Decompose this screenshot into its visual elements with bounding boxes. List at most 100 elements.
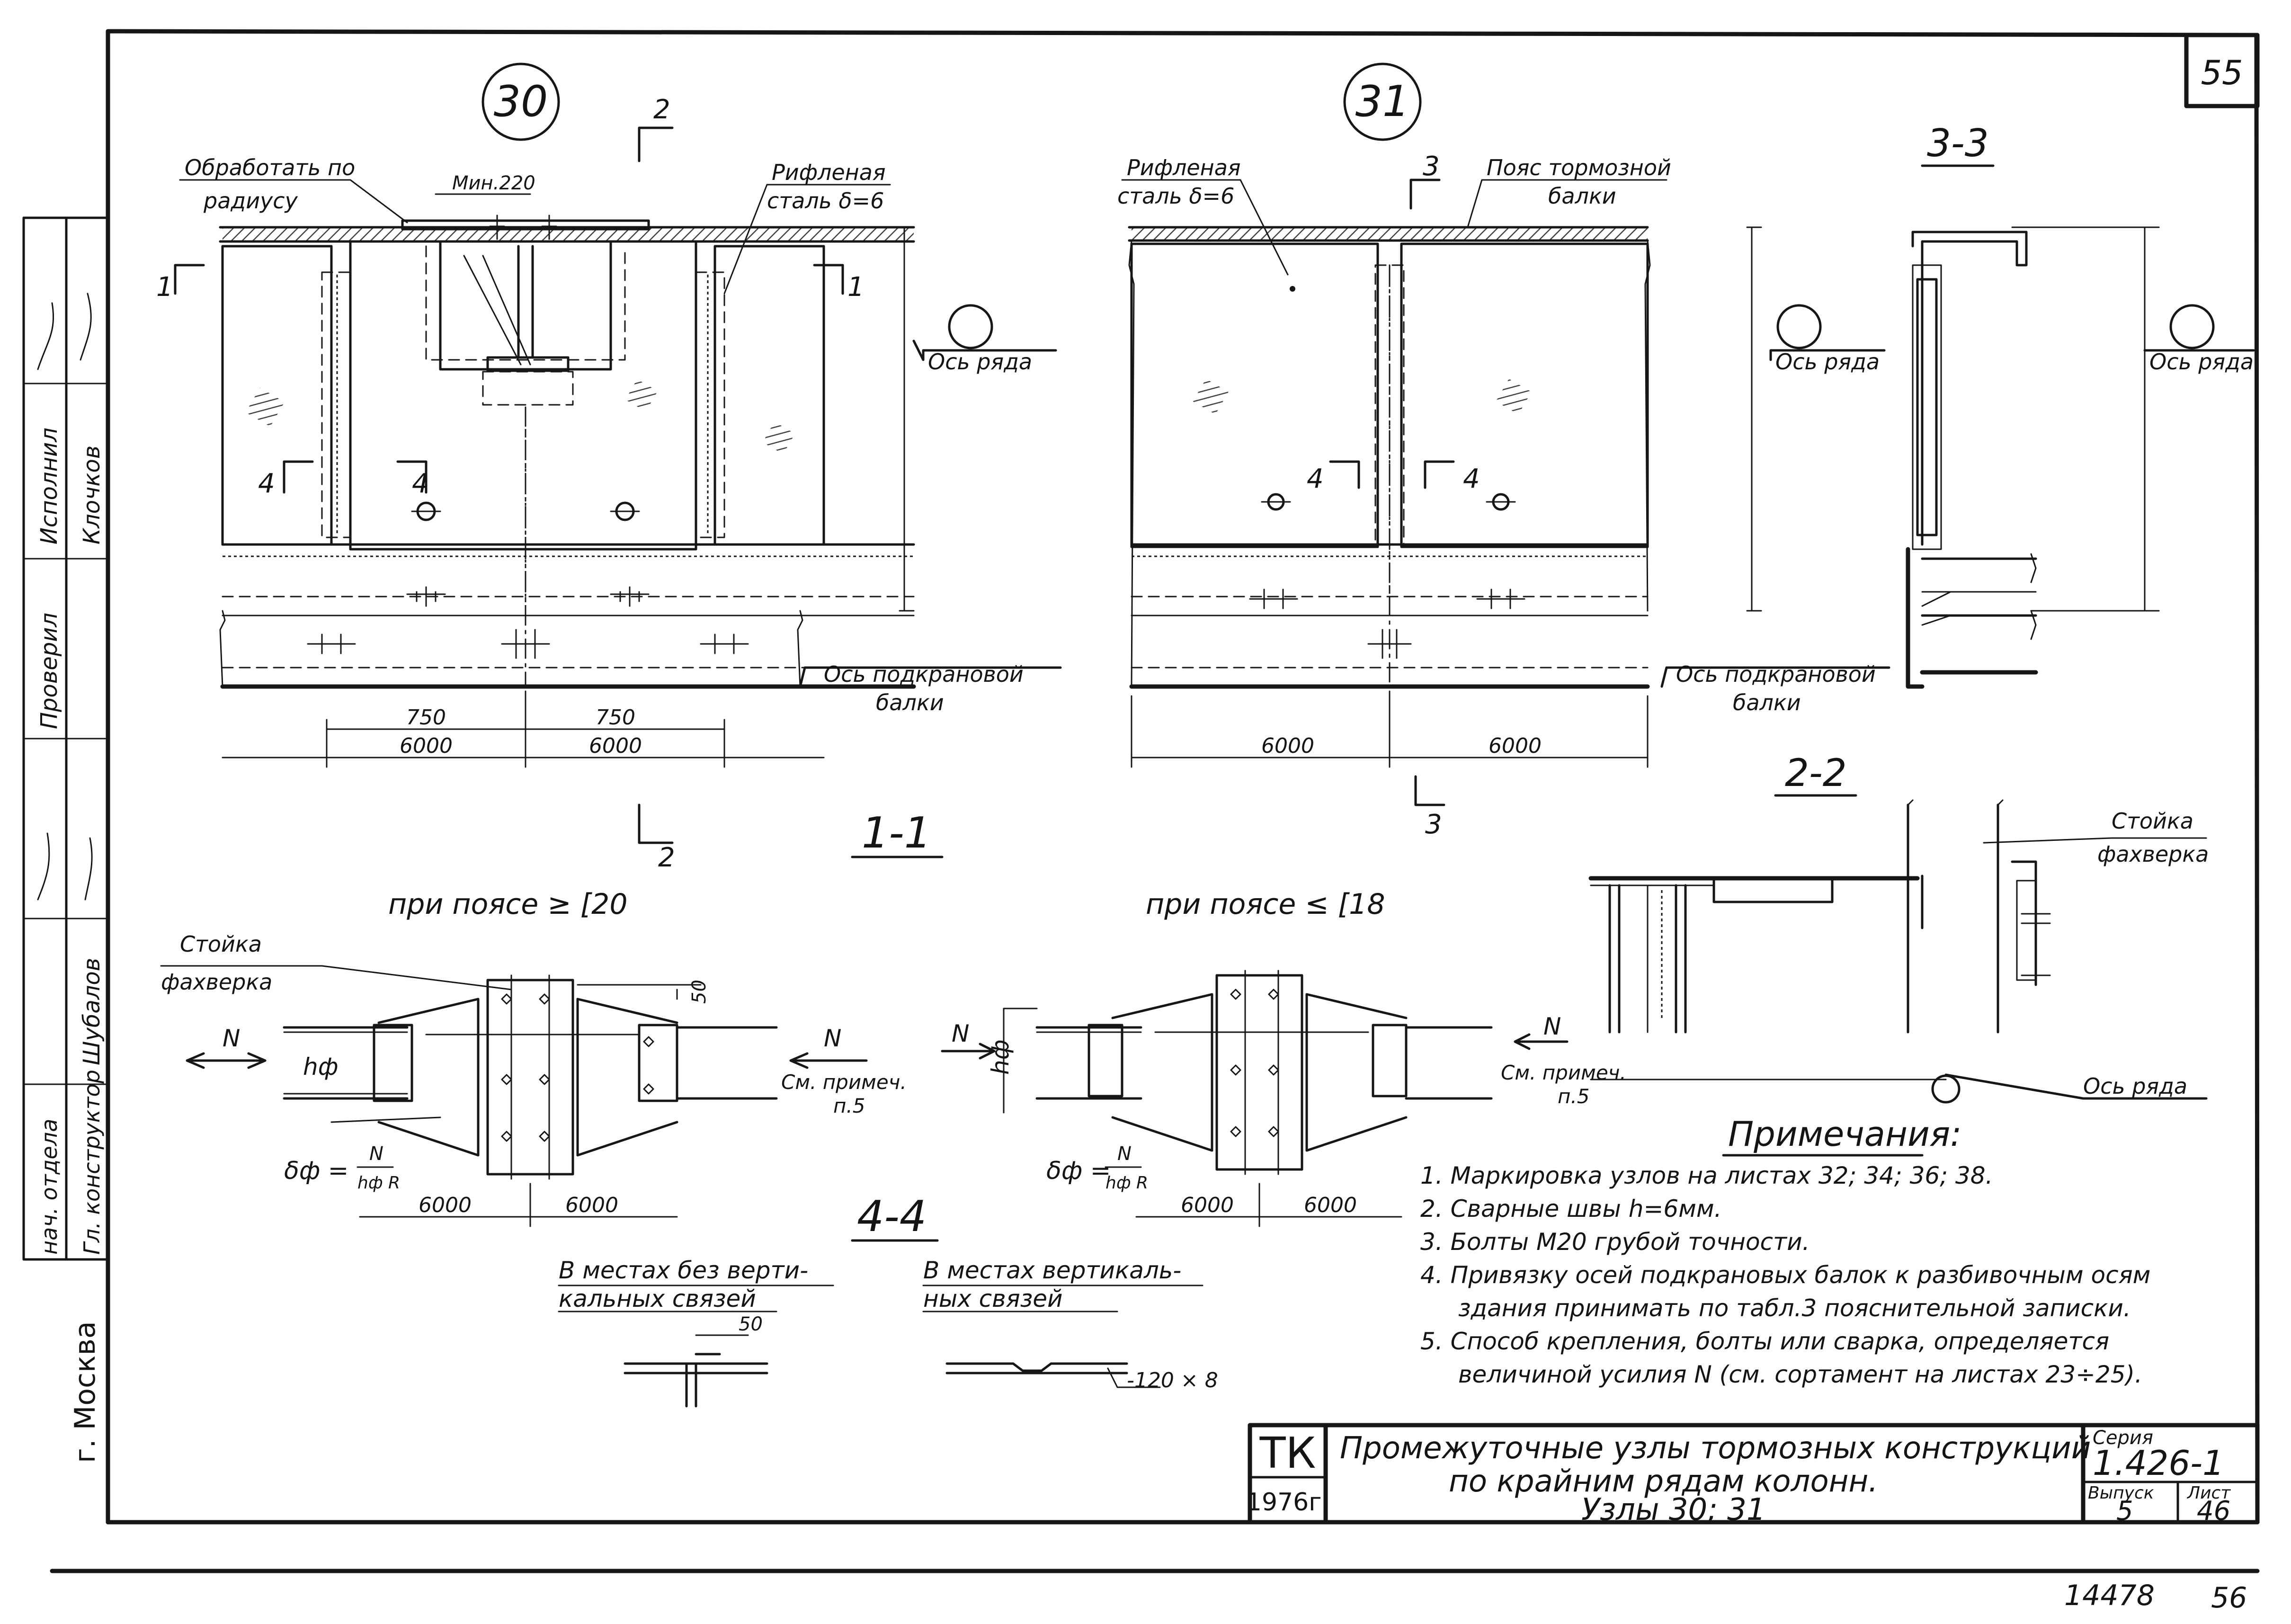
section44-right-caption-1: В местах вертикаль- xyxy=(923,1257,1181,1284)
node31-dim-6000-b: 6000 xyxy=(1489,734,1542,758)
node-30-circle xyxy=(481,62,560,141)
node30-dim-750-a: 750 xyxy=(406,705,446,730)
node-31-number: 31 xyxy=(1355,77,1410,126)
node-30-plan: 30 xyxy=(156,62,1062,873)
node30-note-radius-2: радиусу xyxy=(203,188,298,214)
node30-sec4-right: 4 xyxy=(412,468,429,499)
title-year: 1976г. xyxy=(1246,1488,1329,1517)
title-line-3: Узлы 30; 31 xyxy=(1581,1492,1766,1527)
section11-dim-right-b: 6000 xyxy=(1304,1193,1357,1217)
section11-formula-num-right: N xyxy=(1117,1143,1132,1165)
section-2-2: 2-2 Ось ряда Стойка фахверка xyxy=(1588,751,2209,1104)
stamp-name-1: Клочков xyxy=(79,446,105,544)
section44-right-plate: -120 × 8 xyxy=(1127,1368,1218,1392)
page-number-box xyxy=(2184,33,2260,108)
node30-dim-6000-b: 6000 xyxy=(589,734,642,758)
node31-belt-2: балки xyxy=(1548,183,1616,209)
node31-riffle-1: Рифленая xyxy=(1127,155,1241,180)
note-4: 4. Привязку осей подкрановых балок к раз… xyxy=(1420,1261,2150,1289)
footer-number-1: 14478 xyxy=(2064,1579,2155,1612)
sheet-value: 46 xyxy=(2197,1496,2230,1526)
section11-see-note-3: См. примеч. xyxy=(1501,1061,1626,1084)
series-value: 1.426-1 xyxy=(2093,1443,2224,1483)
title-line-2: по крайним рядам колонн. xyxy=(1449,1464,1878,1499)
signature-1 xyxy=(37,293,92,370)
page-number-top: 55 xyxy=(2201,54,2243,92)
series-label: Серия xyxy=(2093,1427,2153,1449)
section44-right-caption-2: ных связей xyxy=(923,1285,1063,1312)
node31-axis-crane-1: Ось подкрановой xyxy=(1676,661,1876,687)
section11-dim-left-a: 6000 xyxy=(419,1193,472,1217)
node30-riffle-2: сталь δ=6 xyxy=(767,188,884,214)
node31-axis-crane-2: балки xyxy=(1733,690,1801,715)
section11-formula-den-left: hф R xyxy=(357,1173,400,1193)
node-30-number: 30 xyxy=(494,77,548,126)
section-22-title: 2-2 xyxy=(1785,751,1847,795)
title-line-1: Промежуточные узлы тормозных конструкций xyxy=(1340,1431,2091,1466)
node30-dim-6000-a: 6000 xyxy=(400,734,453,758)
node30-sec2-top: 2 xyxy=(653,94,670,125)
node30-note-radius-1: Обработать по xyxy=(185,155,355,180)
stamp-role-3: Гл. конструктор xyxy=(79,1070,105,1255)
node31-dim-6000-a: 6000 xyxy=(1261,734,1314,758)
title-block: ТК 1976г. Промежуточные узлы тормозных к… xyxy=(1246,1423,2260,1527)
footer-number-2: 56 xyxy=(2211,1581,2247,1615)
node31-sec4-left: 4 xyxy=(1307,464,1324,494)
note-2: 2. Сварные швы h=6мм. xyxy=(1420,1195,1722,1222)
note-5-cont: величиной усилия N (см. сортамент на лис… xyxy=(1458,1361,2142,1388)
section11-post-1: Стойка xyxy=(180,931,262,957)
section-44-title: 4-4 xyxy=(857,1192,927,1241)
section11-hf-right: hф xyxy=(987,1040,1014,1075)
side-stamp: Исполнил Проверил Клочков Шубалов Гл. ко… xyxy=(22,216,110,1463)
section11-case-right: при поясе ≤ [18 xyxy=(1146,888,1385,921)
title-org: ТК xyxy=(1259,1428,1316,1478)
section11-formula-num-left: N xyxy=(369,1143,383,1165)
notes-block: Примечания: 1. Маркировка узлов на листа… xyxy=(1420,1114,2150,1388)
node31-axis-row: Ось ряда xyxy=(1775,349,1880,375)
section11-case-left: при поясе ≥ [20 xyxy=(388,888,628,921)
issue-value: 5 xyxy=(2116,1496,2133,1526)
node30-axis-crane-2: балки xyxy=(876,690,944,715)
section11-dim-50: 50 xyxy=(688,980,710,1004)
section44-left-caption-1: В местах без верти- xyxy=(559,1257,808,1284)
section-3-3: 3-3 Ось ряда xyxy=(1906,121,2255,689)
section-4-4: 4-4 В местах без верти- кальных связей 5… xyxy=(558,1192,1218,1408)
section33-axis-row: Ось ряда xyxy=(2149,349,2254,375)
stamp-role-4: нач. отдела xyxy=(36,1119,62,1255)
section11-formula-lhs-right: δф = xyxy=(1046,1157,1111,1185)
section11-dim-left-b: 6000 xyxy=(565,1193,618,1217)
node-31-plan: 31 Ось ряда Ос xyxy=(1117,62,1890,840)
node30-min-label: Мин.220 xyxy=(452,172,535,194)
note-1: 1. Маркировка узлов на листах 32; 34; 36… xyxy=(1420,1162,1993,1189)
node30-sec1-left: 1 xyxy=(156,272,173,303)
node30-sec1-right: 1 xyxy=(847,272,865,303)
node31-sec3-bottom: 3 xyxy=(1425,809,1442,840)
section11-n-right: N xyxy=(824,1025,841,1052)
node30-riffle-1: Рифленая xyxy=(772,160,886,185)
section11-see-note-4: п.5 xyxy=(1558,1085,1590,1108)
node30-sec2-bottom: 2 xyxy=(658,842,675,873)
section-33-title: 3-3 xyxy=(1927,121,1989,165)
stamp-role-2: Проверил xyxy=(36,613,62,729)
node30-sec4-left: 4 xyxy=(258,468,275,499)
node31-riffle-2: сталь δ=6 xyxy=(1117,183,1234,209)
section11-formula-lhs-left: δф = xyxy=(284,1157,348,1185)
section44-left-dim: 50 xyxy=(739,1313,763,1335)
node-31-circle xyxy=(1343,62,1422,141)
notes-title: Примечания: xyxy=(1728,1114,1961,1154)
note-5: 5. Способ крепления, болты или сварка, о… xyxy=(1420,1328,2109,1355)
section22-post-1: Стойка xyxy=(2112,808,2193,834)
section11-see-note-1: См. примеч. xyxy=(781,1071,907,1094)
node30-dim-750-b: 750 xyxy=(596,705,635,730)
node30-axis-row: Ось ряда xyxy=(928,349,1032,375)
section11-n-right3: N xyxy=(1543,1013,1561,1040)
section-1-1: 1-1 при поясе ≥ [20 при поясе ≤ [18 Стой… xyxy=(160,808,1626,1227)
signature-2 xyxy=(37,832,93,901)
city-label: г. Москва xyxy=(69,1321,102,1463)
section11-dim-right-a: 6000 xyxy=(1181,1193,1234,1217)
section11-hf-left: hф xyxy=(303,1053,338,1080)
sheet-label: Лист xyxy=(2186,1483,2231,1503)
section11-see-note-2: п.5 xyxy=(833,1094,865,1117)
stamp-name-2: Шубалов xyxy=(79,958,105,1065)
